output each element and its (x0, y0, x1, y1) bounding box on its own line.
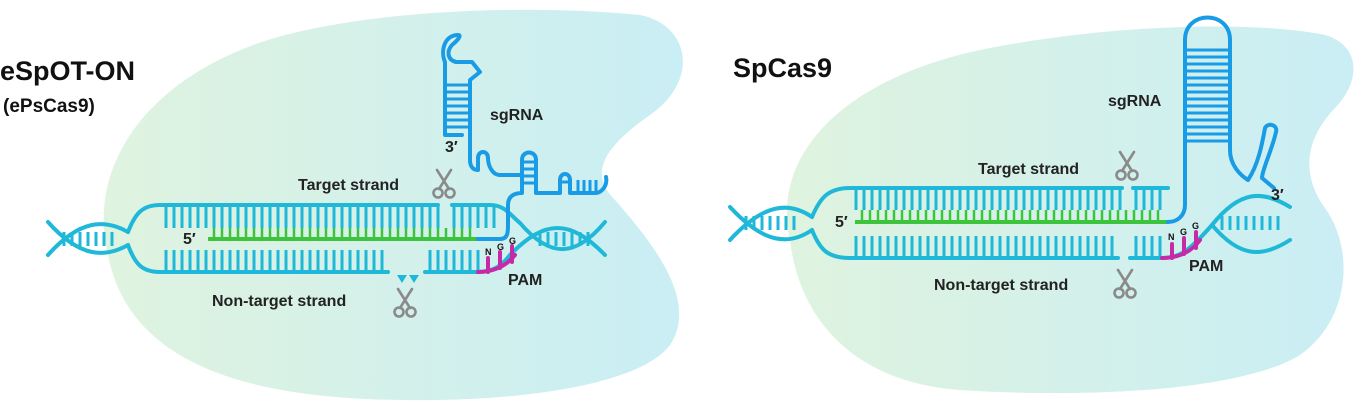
right-non-target-strand-label: Non-target strand (934, 277, 1068, 294)
right-sgrna-label: sgRNA (1108, 93, 1162, 110)
left-non-target-strand-label: Non-target strand (212, 293, 346, 310)
left-target-strand-label: Target strand (298, 177, 399, 194)
pam-left (476, 244, 517, 274)
left-pam-nt-2: G (497, 242, 504, 252)
right-pam-nt-3: G (1192, 221, 1199, 231)
guide-rungs-left (212, 228, 472, 239)
left-title: eSpOT-ON (0, 56, 135, 86)
sgrna-hairpin-left (441, 33, 524, 177)
dna-duplex-left (46, 203, 607, 274)
sgrna-backbone-right (1166, 15, 1279, 224)
dna-rungs-left (62, 205, 590, 272)
dna-duplex-right (728, 186, 1292, 260)
left-pam-label: PAM (508, 272, 542, 289)
guide-rungs-right (860, 210, 1160, 222)
right-title: SpCas9 (733, 53, 832, 83)
left-pam-nt-3: G (509, 236, 516, 246)
left-sgrna-label: sgRNA (490, 107, 544, 124)
right-pam-nt-1: N (1168, 232, 1175, 242)
left-pam-nt-1: N (485, 247, 492, 257)
right-pam-label: PAM (1189, 258, 1223, 275)
right-three-prime-label: 3′ (1271, 187, 1284, 204)
pam-right (1160, 230, 1202, 260)
left-three-prime-label: 3′ (445, 139, 458, 156)
cleavage-arrows-left (397, 275, 419, 283)
left-panel: eSpOT-ON (ePsCas9) sgRNA 3′ 5′ Target st… (0, 9, 683, 401)
right-panel: SpCas9 sgRNA 3′ 5′ Target strand Non-tar… (728, 15, 1354, 394)
left-subtitle: (ePsCas9) (3, 96, 95, 117)
left-five-prime-label: 5′ (183, 231, 196, 248)
right-target-strand-label: Target strand (978, 161, 1079, 178)
cas9-protein-blob-right (786, 26, 1354, 394)
sgrna-rungs-right (1187, 48, 1228, 143)
right-five-prime-label: 5′ (835, 214, 848, 231)
dna-rungs-right (744, 188, 1280, 258)
sgrna-rungs-left (447, 83, 598, 193)
right-pam-nt-2: G (1180, 227, 1187, 237)
